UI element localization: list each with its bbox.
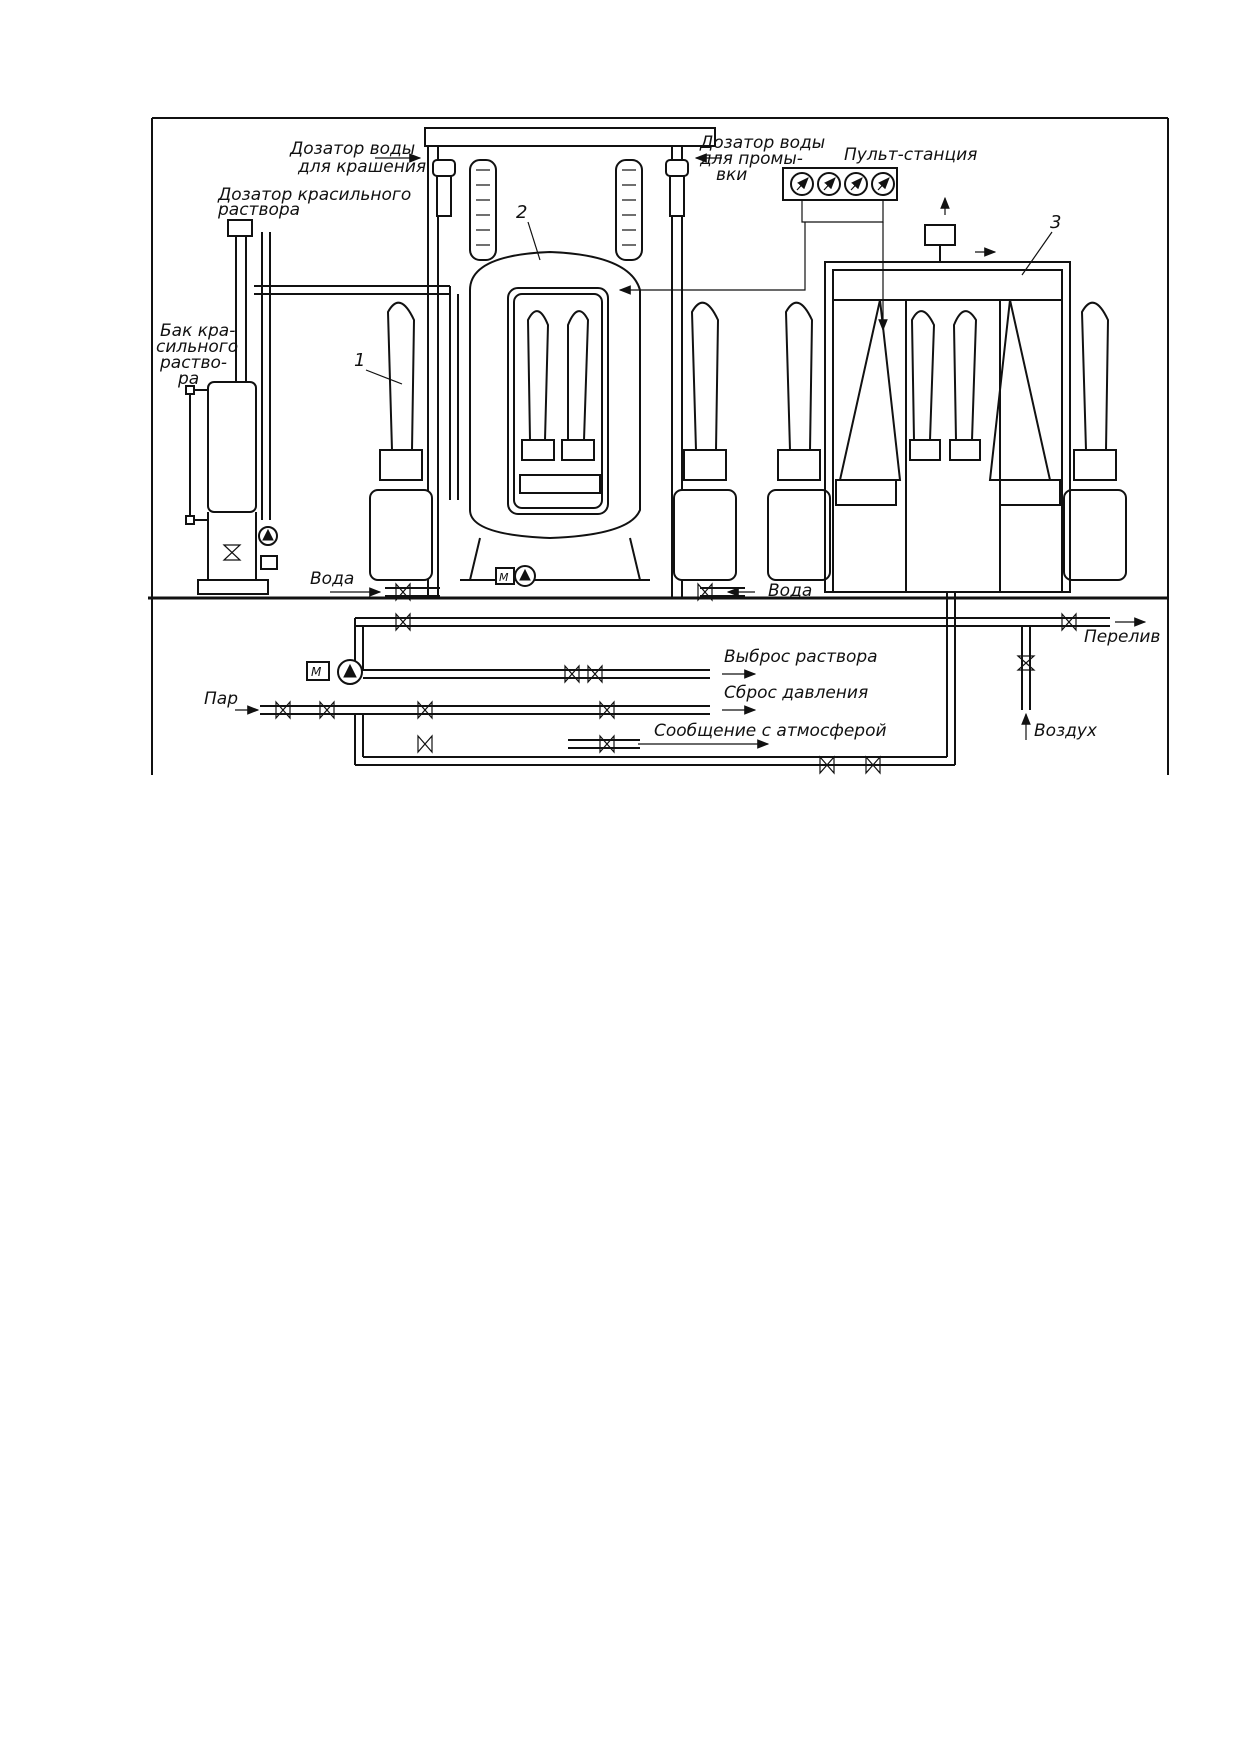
dye-solution-dispenser-label-2: раствора	[217, 200, 300, 220]
dyeing-vessel	[460, 250, 650, 581]
tank-label-4: ра	[177, 369, 199, 389]
stocking-forms-dryer	[909, 310, 981, 461]
callout-1: 1	[354, 350, 365, 371]
tank-label-1: Бак кра-	[160, 321, 235, 341]
motor-label-vessel: М	[499, 571, 509, 584]
dye-water-dispenser-label-2: для крашения	[297, 157, 426, 177]
callout-2: 2	[516, 202, 527, 223]
dye-water-dispenser	[432, 159, 497, 261]
pump-motor-bottom	[306, 659, 363, 685]
rinse-water-dispenser-label-3: вки	[716, 165, 747, 185]
flow-arrows	[235, 153, 1147, 749]
dye-water-dispenser-label-1: Дозатор воды	[289, 139, 415, 159]
dye-tank	[185, 219, 278, 595]
water-left-label: Вода	[310, 569, 354, 589]
stocking-forms-vessel	[519, 310, 601, 494]
overflow-label: Перелив	[1084, 627, 1160, 647]
dye-solution-dispenser-label-1: Дозатор красильного	[217, 185, 411, 205]
tank-label-2: сильного	[156, 337, 238, 357]
tank-label-3: раство-	[159, 353, 227, 373]
dye-supply-pipe	[254, 285, 459, 500]
atmosphere-link-label: Сообщение с атмосферой	[654, 721, 887, 741]
rinse-water-dispenser	[615, 159, 689, 261]
pump-motor-vessel	[495, 565, 536, 587]
labels: Дозатор воды для крашения Дозатор красил…	[156, 133, 1160, 741]
water-right-label: Вода	[768, 581, 812, 601]
air-label: Воздух	[1034, 721, 1098, 741]
steam-label: Пар	[204, 689, 238, 709]
stocking-forms-right-1	[673, 301, 737, 581]
valves	[275, 582, 1077, 775]
gantry	[424, 127, 716, 598]
stocking-forms-left	[369, 301, 433, 581]
stocking-forms-right-2	[767, 301, 831, 581]
control-station-label: Пульт-станция	[844, 145, 977, 165]
rinse-water-dispenser-label-1: Дозатор воды	[699, 133, 825, 153]
rinse-water-dispenser-label-2: для промы-	[699, 149, 803, 169]
frame	[151, 117, 1169, 775]
drying-chamber	[824, 224, 1071, 593]
motor-label-bottom: М	[311, 665, 322, 679]
pressure-release-label: Сброс давления	[724, 683, 868, 703]
control-station	[618, 167, 898, 332]
callout-leaders	[365, 221, 1053, 385]
stocking-forms-far-right	[1063, 301, 1127, 581]
callout-3: 3	[1050, 212, 1061, 233]
solution-discharge-label: Выброс раствора	[724, 647, 878, 667]
